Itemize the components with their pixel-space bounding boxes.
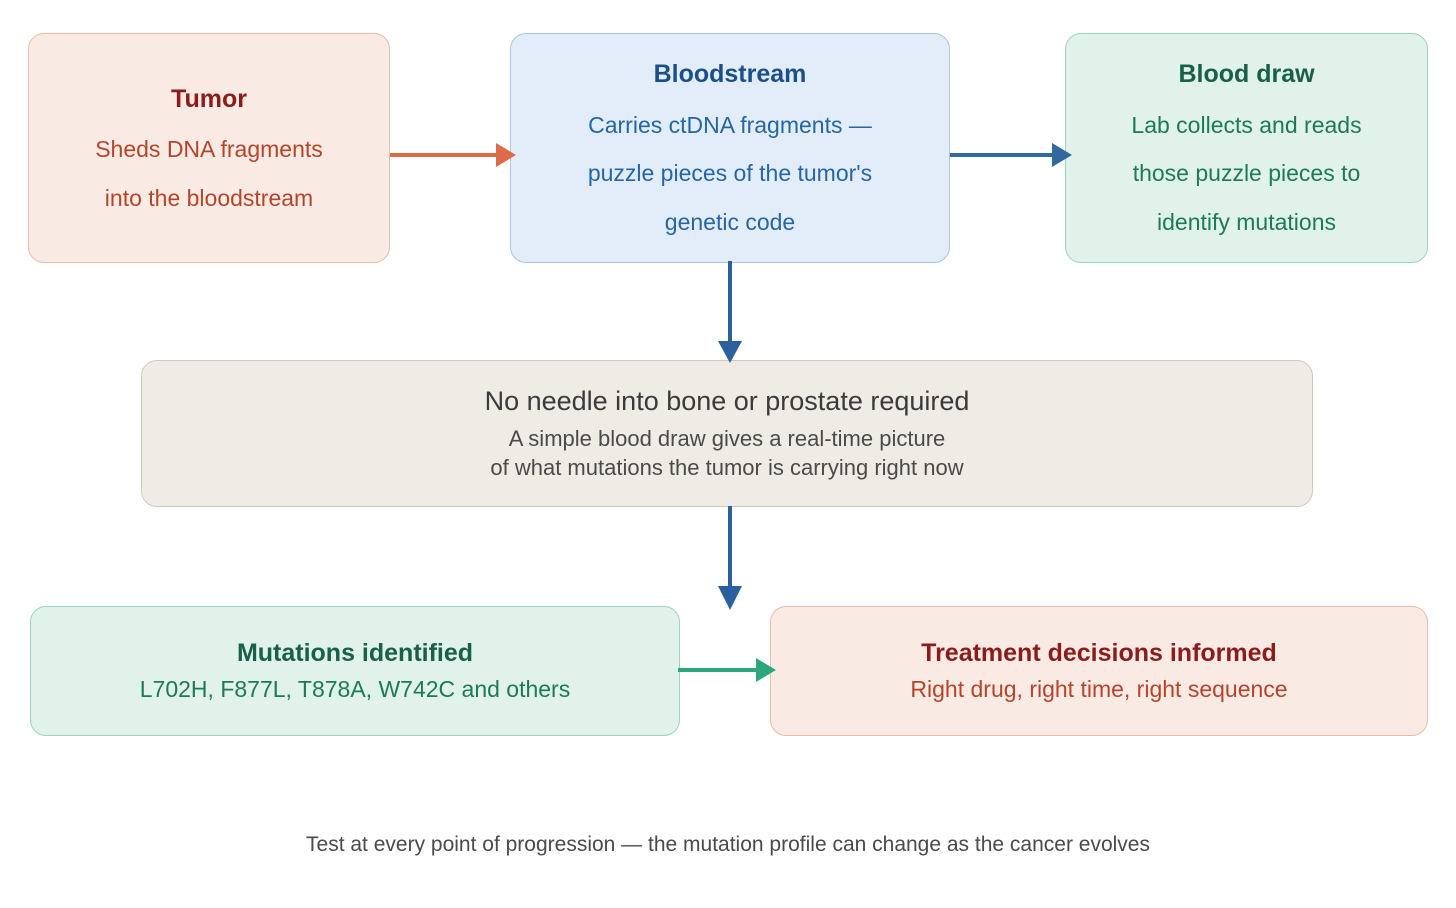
node-no-needle-title: No needle into bone or prostate required bbox=[484, 386, 970, 417]
node-mutations-identified[interactable]: Mutations identified L702H, F877L, T878A… bbox=[30, 606, 680, 736]
node-no-needle[interactable]: No needle into bone or prostate required… bbox=[141, 360, 1313, 507]
node-mutations-identified-title: Mutations identified bbox=[236, 639, 474, 667]
footnote-text: Test at every point of progression — the… bbox=[306, 833, 1150, 856]
node-no-needle-line-1: A simple blood draw gives a real-time pi… bbox=[508, 425, 946, 451]
node-bloodstream-line-3: genetic code bbox=[664, 209, 796, 235]
node-blood-draw-line-1: Lab collects and reads bbox=[1131, 111, 1362, 138]
node-bloodstream-line-1: Carries ctDNA fragments — bbox=[588, 111, 872, 138]
node-blood-draw[interactable]: Blood draw Lab collects and reads those … bbox=[1065, 33, 1428, 263]
arrow-no-needle-to-outcome bbox=[718, 506, 742, 610]
arrow-mutations-to-treatment bbox=[678, 658, 776, 682]
node-mutations-identified-line-1: L702H, F877L, T878A, W742C and others bbox=[139, 676, 571, 703]
node-no-needle-line-2: of what mutations the tumor is carrying … bbox=[490, 455, 964, 481]
arrow-tumor-to-bloodstream bbox=[390, 143, 516, 167]
node-treatment-decisions-title: Treatment decisions informed bbox=[921, 639, 1277, 667]
node-tumor-line-2: into the bloodstream bbox=[104, 184, 314, 211]
node-bloodstream-line-2: puzzle pieces of the tumor's bbox=[587, 160, 873, 187]
node-tumor-line-1: Sheds DNA fragments bbox=[95, 135, 323, 162]
node-blood-draw-title: Blood draw bbox=[1178, 60, 1315, 89]
node-blood-draw-line-3: identify mutations bbox=[1157, 209, 1336, 235]
node-treatment-decisions-line-1: Right drug, right time, right sequence bbox=[910, 676, 1288, 703]
arrow-bloodstream-to-blood-draw bbox=[950, 143, 1072, 167]
node-bloodstream-title: Bloodstream bbox=[653, 60, 807, 89]
node-tumor-title: Tumor bbox=[171, 84, 247, 113]
node-bloodstream[interactable]: Bloodstream Carries ctDNA fragments — pu… bbox=[510, 33, 950, 263]
node-treatment-decisions[interactable]: Treatment decisions informed Right drug,… bbox=[770, 606, 1428, 736]
node-blood-draw-line-2: those puzzle pieces to bbox=[1132, 160, 1361, 187]
node-tumor[interactable]: Tumor Sheds DNA fragments into the blood… bbox=[28, 33, 390, 263]
arrow-bloodstream-to-no-needle bbox=[718, 261, 742, 363]
